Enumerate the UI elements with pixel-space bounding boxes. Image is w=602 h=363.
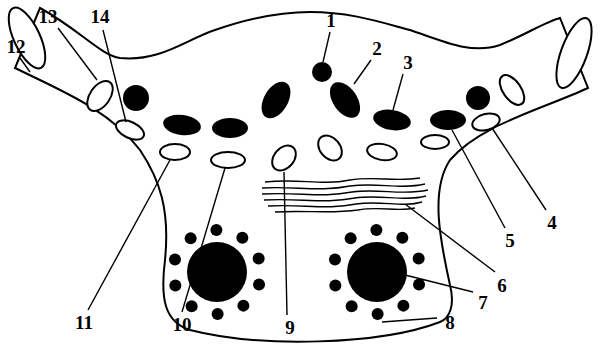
pyramid-dot <box>237 300 249 312</box>
pyramid-dot <box>396 232 408 244</box>
callout-number: 12 <box>7 37 26 56</box>
pyramid-dot <box>372 308 384 320</box>
pyramid-dot <box>185 232 197 244</box>
pyramid-dot <box>370 224 382 236</box>
pyramid-dot <box>397 300 409 312</box>
pyramid-dot <box>210 224 222 236</box>
callout-number: 14 <box>91 7 110 26</box>
callout-number: 7 <box>478 293 488 312</box>
leader-lines <box>20 28 546 322</box>
cut-end <box>549 14 599 92</box>
pyramid-dots <box>169 224 425 320</box>
callout-number: 6 <box>497 276 507 295</box>
callout-number: 9 <box>285 318 295 337</box>
pyramid-dot <box>212 308 224 320</box>
pyramid-dot <box>186 300 198 312</box>
callout-number: 8 <box>445 313 455 332</box>
pyramid-dot <box>413 252 425 264</box>
pyramid-dot <box>329 254 341 266</box>
motor-nuclei <box>123 62 490 138</box>
callout-number: 3 <box>403 53 413 72</box>
pyramid <box>187 242 407 302</box>
pyramid-dot <box>236 232 248 244</box>
sensory-nuclei <box>82 71 529 175</box>
callout-number: 2 <box>372 39 382 58</box>
pyramid-dot <box>253 278 265 290</box>
pyramid-dot <box>169 280 181 292</box>
pyramid-dot <box>345 232 357 244</box>
pyramid-dot <box>169 254 181 266</box>
pyramid-dot <box>329 280 341 292</box>
callout-number: 13 <box>39 7 58 26</box>
pyramid-dot <box>346 300 358 312</box>
callout-number: 5 <box>505 231 515 250</box>
callout-number: 10 <box>173 315 192 334</box>
callout-number: 11 <box>75 313 93 332</box>
fiber-bundle <box>262 178 428 212</box>
callout-number: 4 <box>547 213 557 232</box>
callout-number: 1 <box>326 11 336 30</box>
pyramid-dot <box>253 252 265 264</box>
section-outline <box>15 8 588 342</box>
